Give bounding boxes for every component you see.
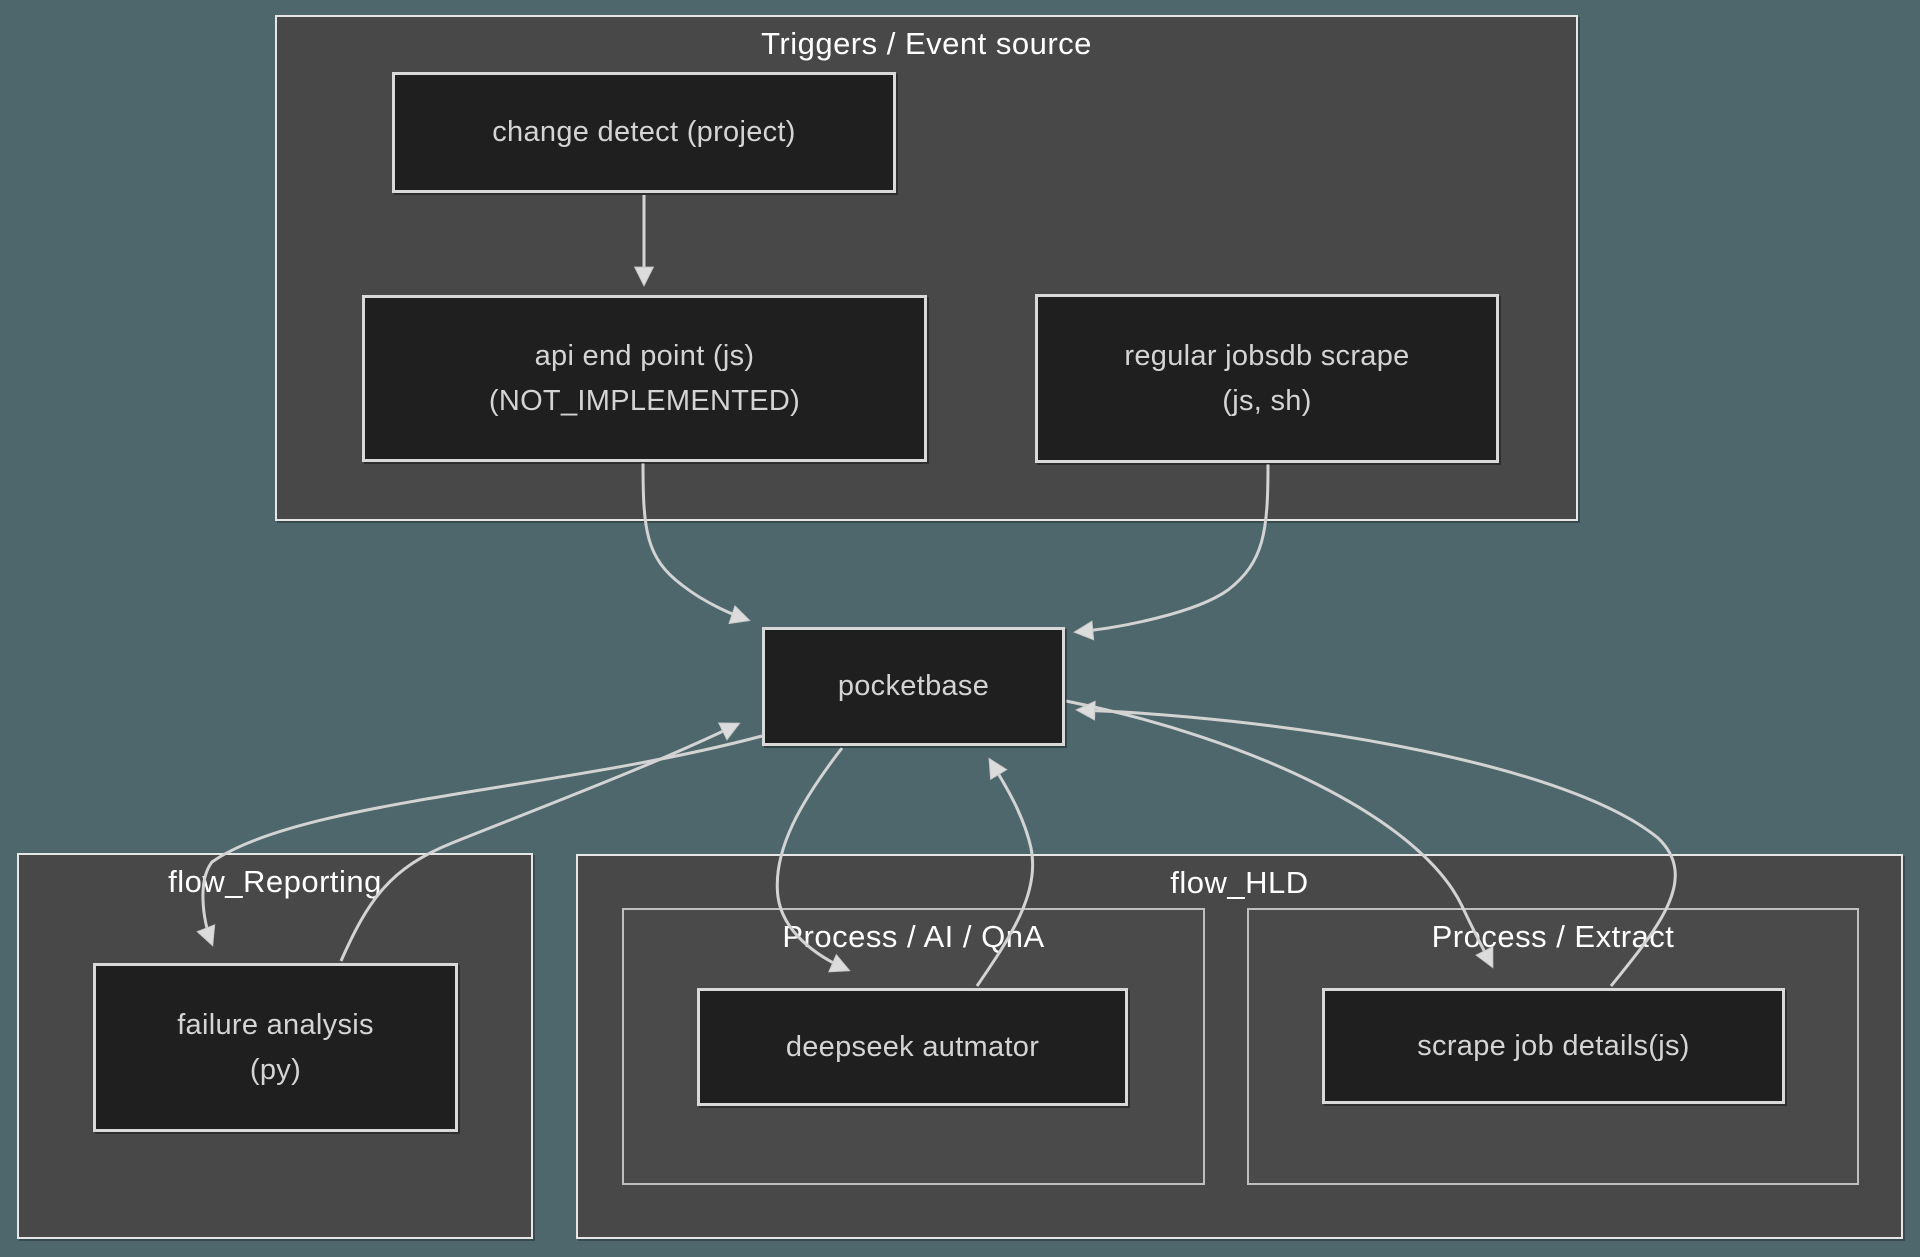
node-change-detect-label: change detect (project) bbox=[492, 116, 796, 148]
node-regular-jobsdb-scrape: regular jobsdb scrape (js, sh) bbox=[1035, 294, 1499, 463]
node-deepseek-autmator: deepseek autmator bbox=[697, 988, 1128, 1106]
node-regular-jobsdb-label-line2: (js, sh) bbox=[1222, 384, 1312, 417]
node-scrape-job-details: scrape job details(js) bbox=[1322, 988, 1785, 1104]
edge-api-end-point-to-pocketbase bbox=[641, 462, 751, 625]
node-api-end-point: api end point (js) (NOT_IMPLEMENTED) bbox=[362, 295, 927, 462]
node-api-end-point-label-line2: (NOT_IMPLEMENTED) bbox=[488, 384, 801, 417]
edge-scrape-job-to-pocketbase bbox=[1075, 700, 1677, 987]
node-change-detect: change detect (project) bbox=[392, 72, 896, 193]
edge-deepseek-to-pocketbase bbox=[975, 757, 1035, 987]
node-regular-jobsdb-label-line1: regular jobsdb scrape bbox=[1124, 339, 1410, 372]
node-failure-analysis-label-line1: failure analysis bbox=[177, 1008, 374, 1041]
node-pocketbase-label: pocketbase bbox=[837, 670, 990, 702]
edge-pocketbase-to-deepseek bbox=[775, 747, 851, 973]
node-deepseek-autmator-label: deepseek autmator bbox=[785, 1030, 1040, 1063]
node-api-end-point-label-line1: api end point (js) bbox=[534, 339, 755, 372]
node-failure-analysis: failure analysis (py) bbox=[93, 963, 458, 1132]
node-pocketbase: pocketbase bbox=[762, 627, 1065, 746]
edge-regular-jobsdb-to-pocketbase bbox=[1073, 463, 1270, 641]
container-triggers-title: Triggers / Event source bbox=[761, 26, 1092, 61]
node-scrape-job-details-label: scrape job details(js) bbox=[1417, 1029, 1690, 1062]
edge-failure-analysis-to-pocketbase bbox=[339, 722, 741, 962]
edge-pocketbase-to-failure-analysis bbox=[196, 734, 763, 947]
container-flow-hld-title: flow_HLD bbox=[1170, 865, 1309, 900]
edge-pocketbase-to-scrape-job bbox=[1065, 699, 1494, 969]
node-failure-analysis-label-line2: (py) bbox=[249, 1053, 302, 1086]
